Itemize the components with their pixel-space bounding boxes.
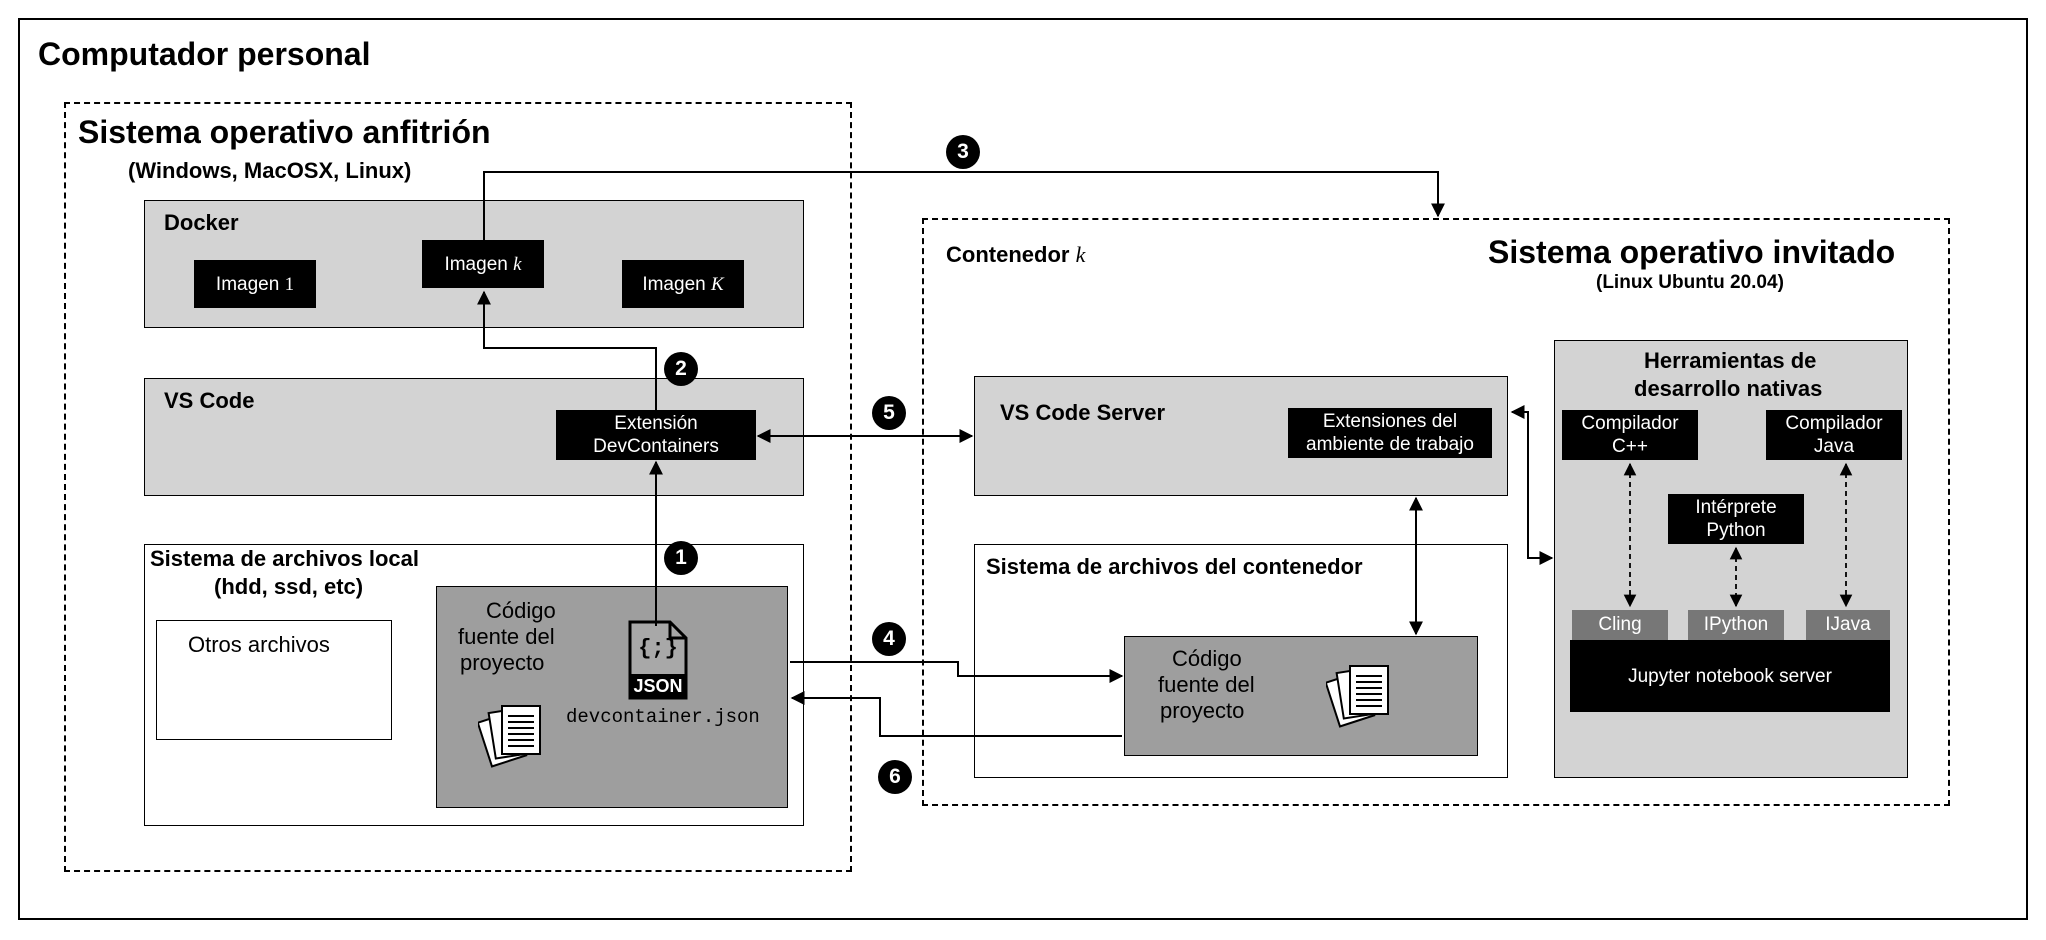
local-fs-label-line1: Sistema de archivos local — [150, 546, 420, 571]
ipython-kernel: IPython — [1688, 610, 1784, 640]
docker-label: Docker — [164, 210, 239, 235]
cpp-line1: Compilador — [1581, 413, 1679, 434]
step-1-badge: 1 — [664, 541, 698, 575]
step-2-badge: 2 — [664, 352, 698, 386]
cpp-compiler-box: Compilador C++ — [1562, 410, 1698, 460]
container-source-line3: proyecto — [1160, 698, 1245, 723]
tools-title-line1: Herramientas de — [1644, 348, 1817, 373]
arrow-step-2 — [477, 290, 657, 410]
workspace-extensions-box: Extensiones del ambiente de trabajo — [1288, 408, 1492, 458]
host-os-subtitle: (Windows, MacOSX, Linux) — [128, 158, 412, 183]
image-k-prefix: Imagen — [444, 253, 508, 275]
step-3-badge: 3 — [946, 135, 980, 169]
python-interpreter-box: Intérprete Python — [1668, 494, 1804, 544]
host-source-line2: fuente del — [458, 624, 555, 649]
json-file-icon: {;} JSON — [626, 620, 690, 700]
container-source-line2: fuente del — [1158, 672, 1255, 697]
step-5-badge: 5 — [872, 396, 906, 430]
container-source-line1: Código — [1172, 646, 1242, 671]
outer-frame — [18, 18, 2028, 920]
other-files-label: Otros archivos — [188, 632, 330, 657]
documents-icon — [1326, 665, 1389, 728]
local-fs-label-line2: (hdd, ssd, etc) — [214, 574, 364, 599]
other-files-box — [156, 620, 392, 740]
arrow-server-tools — [1510, 405, 1554, 565]
step-4-badge: 4 — [872, 622, 906, 656]
host-source-line3: proyecto — [460, 650, 545, 675]
image-1-prefix: Imagen — [215, 273, 280, 295]
java-line1: Compilador — [1785, 413, 1883, 434]
json-icon-text: JSON — [633, 676, 683, 696]
guest-os-subtitle: (Linux Ubuntu 20.04) — [1596, 272, 1784, 293]
docker-image-1: Imagen 1 — [194, 260, 316, 308]
documents-icon — [478, 705, 541, 768]
extension-line2: DevContainers — [593, 436, 719, 457]
container-fs-label: Sistema de archivos del contenedor — [986, 554, 1363, 579]
workspace-ext-line2: ambiente de trabajo — [1306, 434, 1474, 455]
arrow-step-6 — [790, 691, 1122, 737]
ijava-kernel: IJava — [1806, 610, 1890, 640]
docker-image-k: Imagen k — [422, 240, 544, 288]
image-k-var: k — [513, 253, 522, 275]
step-6-badge: 6 — [878, 760, 912, 794]
tools-title-line2: desarrollo nativas — [1634, 376, 1823, 401]
workspace-ext-line1: Extensiones del — [1322, 411, 1458, 432]
docker-image-K: Imagen K — [622, 260, 744, 308]
vscode-server-label: VS Code Server — [1000, 400, 1166, 425]
json-icon-braces: {;} — [638, 636, 678, 661]
java-line2: Java — [1813, 436, 1855, 457]
devcontainer-json-filename: devcontainer.json — [566, 706, 760, 728]
container-label: Contenedor k — [946, 242, 1085, 268]
host-os-title: Sistema operativo anfitrión — [78, 114, 491, 150]
jupyter-server-box: Jupyter notebook server — [1570, 640, 1890, 712]
image-K-var: K — [710, 273, 724, 295]
java-compiler-box: Compilador Java — [1766, 410, 1902, 460]
host-os-region — [64, 102, 852, 872]
container-var: k — [1075, 242, 1086, 267]
host-source-line1: Código — [486, 598, 556, 623]
devcontainers-extension: Extensión DevContainers — [556, 410, 756, 460]
image-K-prefix: Imagen — [642, 273, 706, 295]
host-source-code-panel — [436, 586, 788, 808]
extension-line1: Extensión — [614, 413, 698, 434]
arrow-step-4 — [790, 661, 1124, 683]
cpp-line2: C++ — [1612, 436, 1648, 457]
image-1-var: 1 — [284, 273, 295, 295]
python-line1: Intérprete — [1695, 497, 1777, 518]
guest-container-region — [922, 218, 1950, 806]
container-source-code-panel — [1124, 636, 1478, 756]
arrow-step-3 — [483, 171, 1445, 240]
vscode-label: VS Code — [164, 388, 255, 413]
diagram-title: Computador personal — [38, 36, 371, 72]
container-prefix: Contenedor — [946, 242, 1070, 267]
python-line2: Python — [1706, 520, 1766, 541]
cling-kernel: Cling — [1572, 610, 1668, 640]
guest-os-title: Sistema operativo invitado — [1488, 234, 1896, 270]
